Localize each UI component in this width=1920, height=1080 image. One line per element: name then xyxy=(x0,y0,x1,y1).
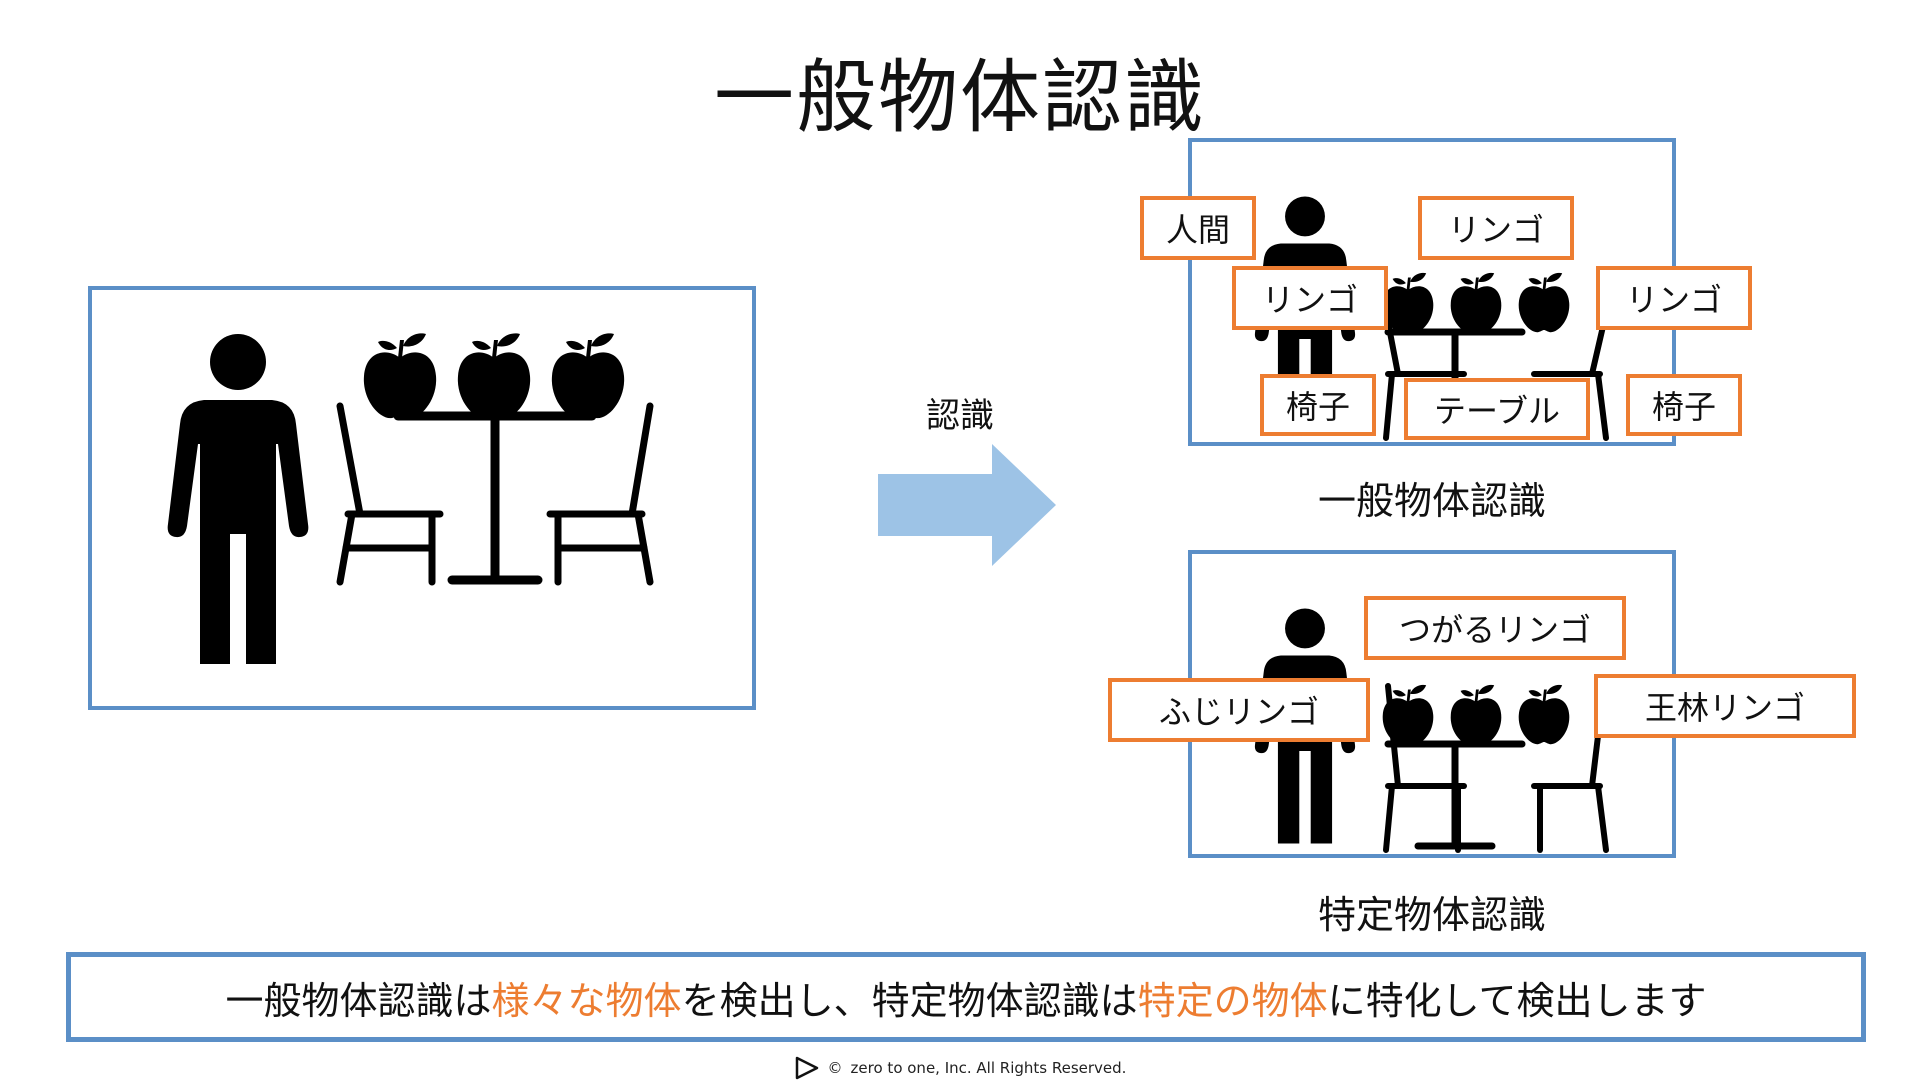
summary-highlight-various-objects: 様々な物体 xyxy=(491,978,682,1023)
tag-apple-right: リンゴ xyxy=(1596,266,1752,330)
summary-highlight-specific-object: 特定の物体 xyxy=(1137,978,1328,1023)
chair-right-silhouette xyxy=(1531,319,1609,441)
general-recognition-caption: 一般物体認識 xyxy=(1317,479,1546,523)
summary-text-2: を検出し、特定物体認識は xyxy=(681,978,1138,1023)
apples-silhouette xyxy=(363,333,625,419)
general-scene-illustration xyxy=(1254,196,1609,441)
specific-recognition-caption: 特定物体認識 xyxy=(1317,893,1546,937)
tag-table: テーブル xyxy=(1404,378,1590,440)
apple-3 xyxy=(551,333,625,419)
apple-3 xyxy=(1518,272,1570,333)
tag-chair-left: 椅子 xyxy=(1260,374,1376,436)
apple-3 xyxy=(1518,684,1570,745)
person-silhouette xyxy=(167,334,309,664)
tag-tsugaru-apple: つがるリンゴ xyxy=(1364,596,1626,660)
source-scene-frame xyxy=(88,286,756,710)
arrow-label: 認識 xyxy=(926,396,994,436)
footer: © zero to one, Inc. All Rights Reserved. xyxy=(0,1056,1920,1080)
copyright-symbol: © xyxy=(827,1059,843,1077)
apple-2 xyxy=(1450,272,1502,333)
right-arrow-icon xyxy=(878,444,1056,566)
page-title: 一般物体認識 xyxy=(714,51,1206,144)
copyright-text: zero to one, Inc. All Rights Reserved. xyxy=(850,1059,1127,1077)
summary-text-1: 一般物体認識は xyxy=(225,978,492,1023)
tag-human: 人間 xyxy=(1140,196,1256,260)
summary-box: 一般物体認識は様々な物体を検出し、特定物体認識は特定の物体に特化して検出します xyxy=(66,952,1866,1042)
play-logo-icon xyxy=(795,1056,818,1080)
chair-right-silhouette xyxy=(546,402,654,586)
tag-fuji-apple: ふじリンゴ xyxy=(1108,678,1370,742)
apple-2 xyxy=(457,333,531,419)
chair-left-silhouette xyxy=(1383,319,1467,441)
apple-2 xyxy=(1450,684,1502,745)
apple-1 xyxy=(363,333,437,419)
tag-apple-left: リンゴ xyxy=(1232,266,1388,330)
source-scene-illustration xyxy=(167,333,654,664)
specific-scene-illustration xyxy=(1254,608,1609,853)
summary-text-3: に特化して検出します xyxy=(1327,978,1707,1023)
tag-apple-top: リンゴ xyxy=(1418,196,1574,260)
tag-orin-apple: 王林リンゴ xyxy=(1594,674,1856,738)
table-silhouette xyxy=(393,411,597,585)
apple-1 xyxy=(1382,272,1434,333)
chair-left-silhouette xyxy=(336,402,444,586)
tag-chair-right: 椅子 xyxy=(1626,374,1742,436)
